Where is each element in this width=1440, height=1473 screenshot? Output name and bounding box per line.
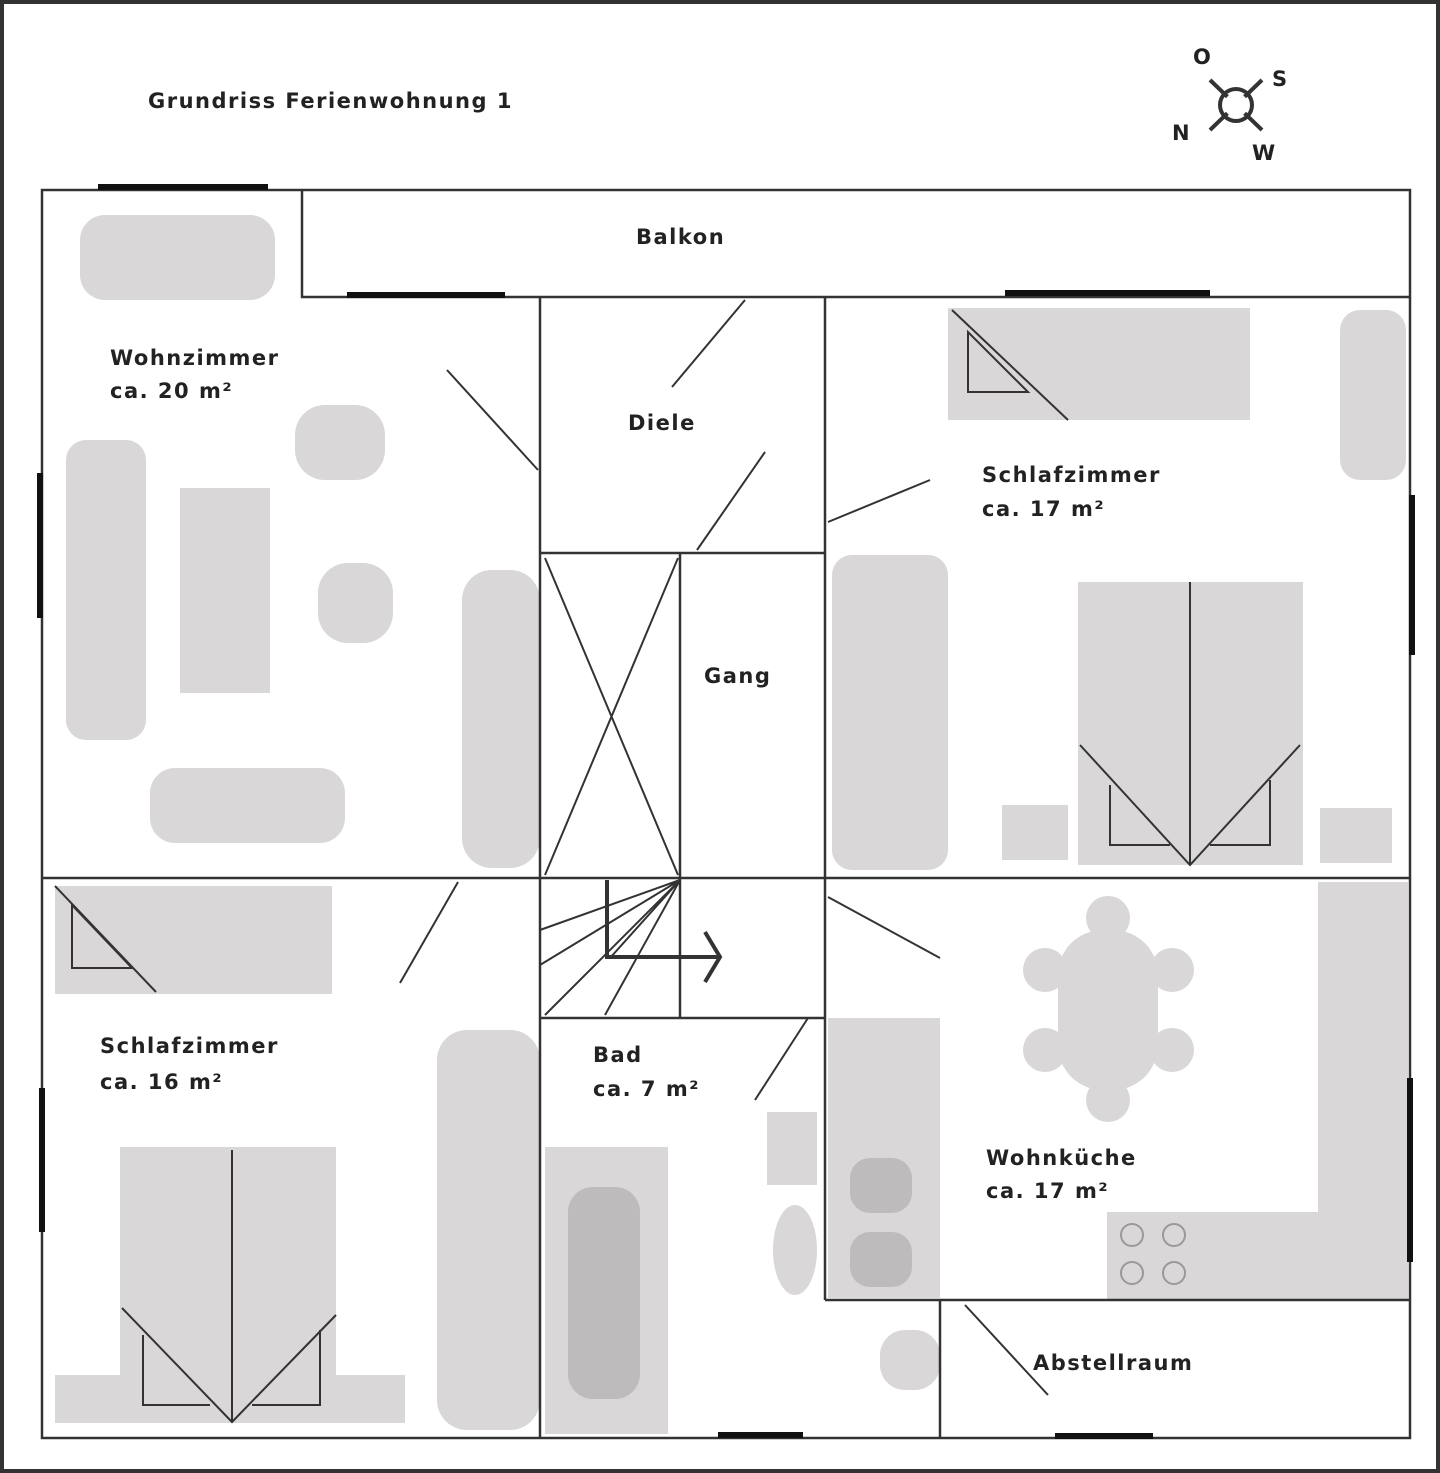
room-label-gang: Gang	[704, 664, 771, 688]
room-label-bad: Bad	[593, 1043, 643, 1067]
compass-w: W	[1252, 141, 1277, 165]
compass-n: N	[1172, 121, 1191, 145]
room-area-bad: ca. 7 m²	[593, 1077, 700, 1101]
compass-s: S	[1272, 67, 1289, 91]
room-label-balkon: Balkon	[636, 225, 725, 249]
room-label-abstellraum: Abstellraum	[1033, 1351, 1193, 1375]
room-label-schlafzimmer-1: Schlafzimmer	[982, 463, 1161, 487]
furniture	[54, 215, 1408, 1434]
room-label-schlafzimmer-2: Schlafzimmer	[100, 1034, 279, 1058]
room-area-schlafzimmer-2: ca. 16 m²	[100, 1070, 223, 1094]
compass-icon: O S N W	[1172, 45, 1289, 165]
room-label-wohnzimmer: Wohnzimmer	[110, 346, 280, 370]
room-label-diele: Diele	[628, 411, 696, 435]
compass-o: O	[1193, 45, 1212, 69]
plan-title: Grundriss Ferienwohnung 1	[148, 89, 513, 113]
room-area-wohnzimmer: ca. 20 m²	[110, 379, 233, 403]
room-area-wohnkueche: ca. 17 m²	[986, 1179, 1109, 1203]
room-label-wohnkueche: Wohnküche	[986, 1146, 1137, 1170]
walls	[37, 184, 1415, 1440]
room-area-schlafzimmer-1: ca. 17 m²	[982, 497, 1105, 521]
